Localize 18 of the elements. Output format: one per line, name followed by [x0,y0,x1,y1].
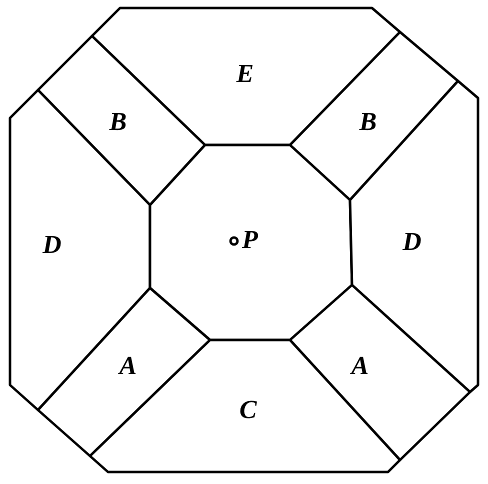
region-shape [290,285,470,460]
region-label: A [351,353,369,379]
region-shape [90,340,400,472]
region-shape [290,32,458,200]
region-shape [10,90,150,410]
region-label: B [359,109,377,135]
region-shape [350,81,478,392]
region-shape [92,8,400,145]
region-label: P [242,227,258,253]
region-label: D [42,232,62,258]
region-shape [150,145,352,340]
region-shape [38,36,205,205]
region-label: C [239,397,257,423]
region-label: E [236,61,254,87]
region-shape [38,288,210,456]
region-label: D [402,229,422,255]
region-label: B [109,109,127,135]
region-label: A [119,353,137,379]
